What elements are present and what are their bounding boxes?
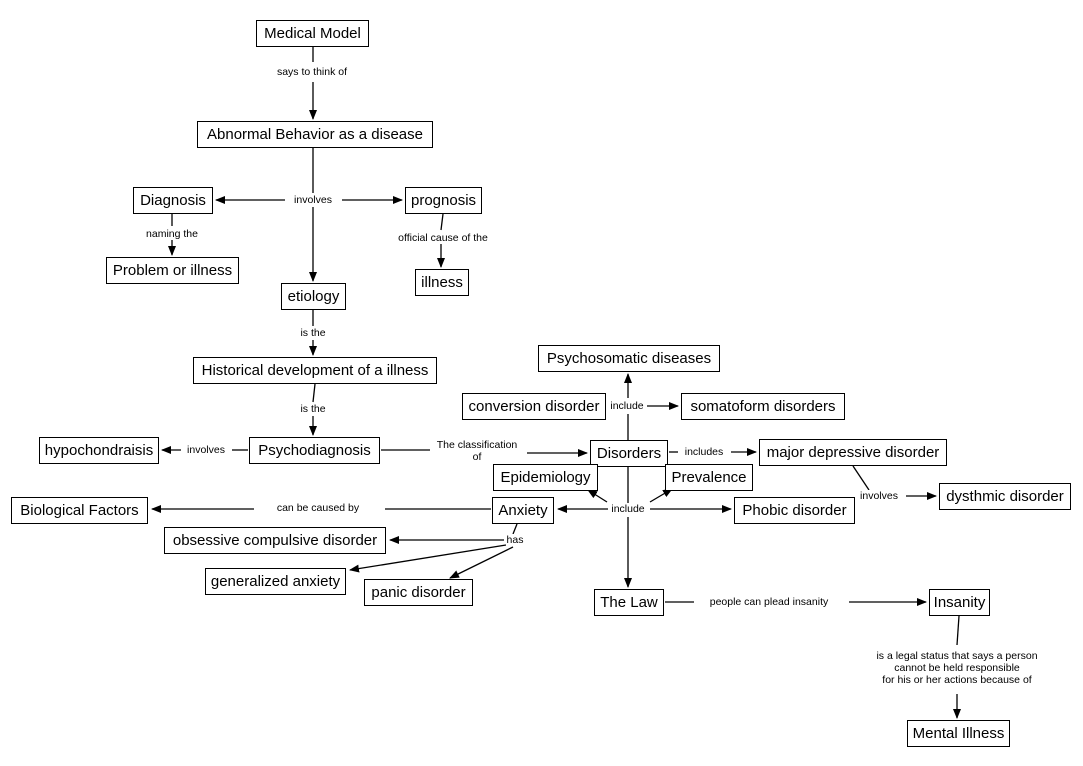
node-obsessive-compulsive-disorder[interactable]: obsessive compulsive disorder <box>164 527 386 554</box>
node-etiology[interactable]: etiology <box>281 283 346 310</box>
node-anxiety[interactable]: Anxiety <box>492 497 554 524</box>
edge-label-include-conversion: include <box>609 400 645 412</box>
node-disorders[interactable]: Disorders <box>590 440 668 467</box>
edge-insanity-to-legal-status <box>956 615 960 646</box>
node-biological-factors[interactable]: Biological Factors <box>11 497 148 524</box>
node-diagnosis[interactable]: Diagnosis <box>133 187 213 214</box>
node-generalized-anxiety[interactable]: generalized anxiety <box>205 568 346 595</box>
node-prognosis[interactable]: prognosis <box>405 187 482 214</box>
edge-label-is-the-etiology: is the <box>299 327 327 339</box>
node-mental-illness[interactable]: Mental Illness <box>907 720 1010 747</box>
node-abnormal-behavior[interactable]: Abnormal Behavior as a disease <box>197 121 433 148</box>
node-somatoform-disorders[interactable]: somatoform disorders <box>681 393 845 420</box>
edge-label-naming-the: naming the <box>145 228 199 240</box>
node-the-law[interactable]: The Law <box>594 589 664 616</box>
node-phobic-disorder[interactable]: Phobic disorder <box>734 497 855 524</box>
node-insanity[interactable]: Insanity <box>929 589 990 616</box>
edge-major-depressive-to-involves <box>852 465 870 491</box>
edge-label-has-anxiety: has <box>505 534 525 546</box>
edge-label-include-anxiety: include <box>610 503 646 515</box>
edge-label-official-cause-of-the: official cause of the <box>397 232 489 244</box>
node-panic-disorder[interactable]: panic disorder <box>364 579 473 606</box>
edge-has-to-panic <box>449 546 514 579</box>
node-epidemiology[interactable]: Epidemiology <box>493 464 598 491</box>
edge-label-involves-behavior: involves <box>293 194 333 206</box>
node-historical-development[interactable]: Historical development of a illness <box>193 357 437 384</box>
node-psychosomatic-diseases[interactable]: Psychosomatic diseases <box>538 345 720 372</box>
node-prevalence[interactable]: Prevalence <box>665 464 753 491</box>
edge-anxiety-to-has <box>512 523 518 535</box>
node-dysthmic-disorder[interactable]: dysthmic disorder <box>939 483 1071 510</box>
edge-include-to-epidemiology <box>587 489 608 503</box>
edge-label-is-the-historical: is the <box>299 403 327 415</box>
node-problem-or-illness[interactable]: Problem or illness <box>106 257 239 284</box>
node-illness[interactable]: illness <box>415 269 469 296</box>
node-psychodiagnosis[interactable]: Psychodiagnosis <box>249 437 380 464</box>
edge-label-says-to-think-of: says to think of <box>275 66 349 78</box>
edge-label-involves-dysthmic: involves <box>859 490 899 502</box>
edge-label-is-a-legal-status: is a legal status that says a person can… <box>875 650 1039 686</box>
edge-label-involves-hypochondraisis: involves <box>186 444 226 456</box>
edge-label-people-can-plead-insanity: people can plead insanity <box>708 596 830 608</box>
edge-label-includes-disorders: includes <box>683 446 725 458</box>
edge-prognosis-to-official <box>440 213 444 231</box>
edge-historical-to-isthe2 <box>312 383 316 403</box>
node-hypochondraisis[interactable]: hypochondraisis <box>39 437 159 464</box>
edge-label-the-classification-of: The classification of <box>435 439 519 463</box>
edge-label-can-be-caused-by: can be caused by <box>275 502 361 514</box>
node-medical-model[interactable]: Medical Model <box>256 20 369 47</box>
node-major-depressive-disorder[interactable]: major depressive disorder <box>759 439 947 466</box>
node-conversion-disorder[interactable]: conversion disorder <box>462 393 606 420</box>
